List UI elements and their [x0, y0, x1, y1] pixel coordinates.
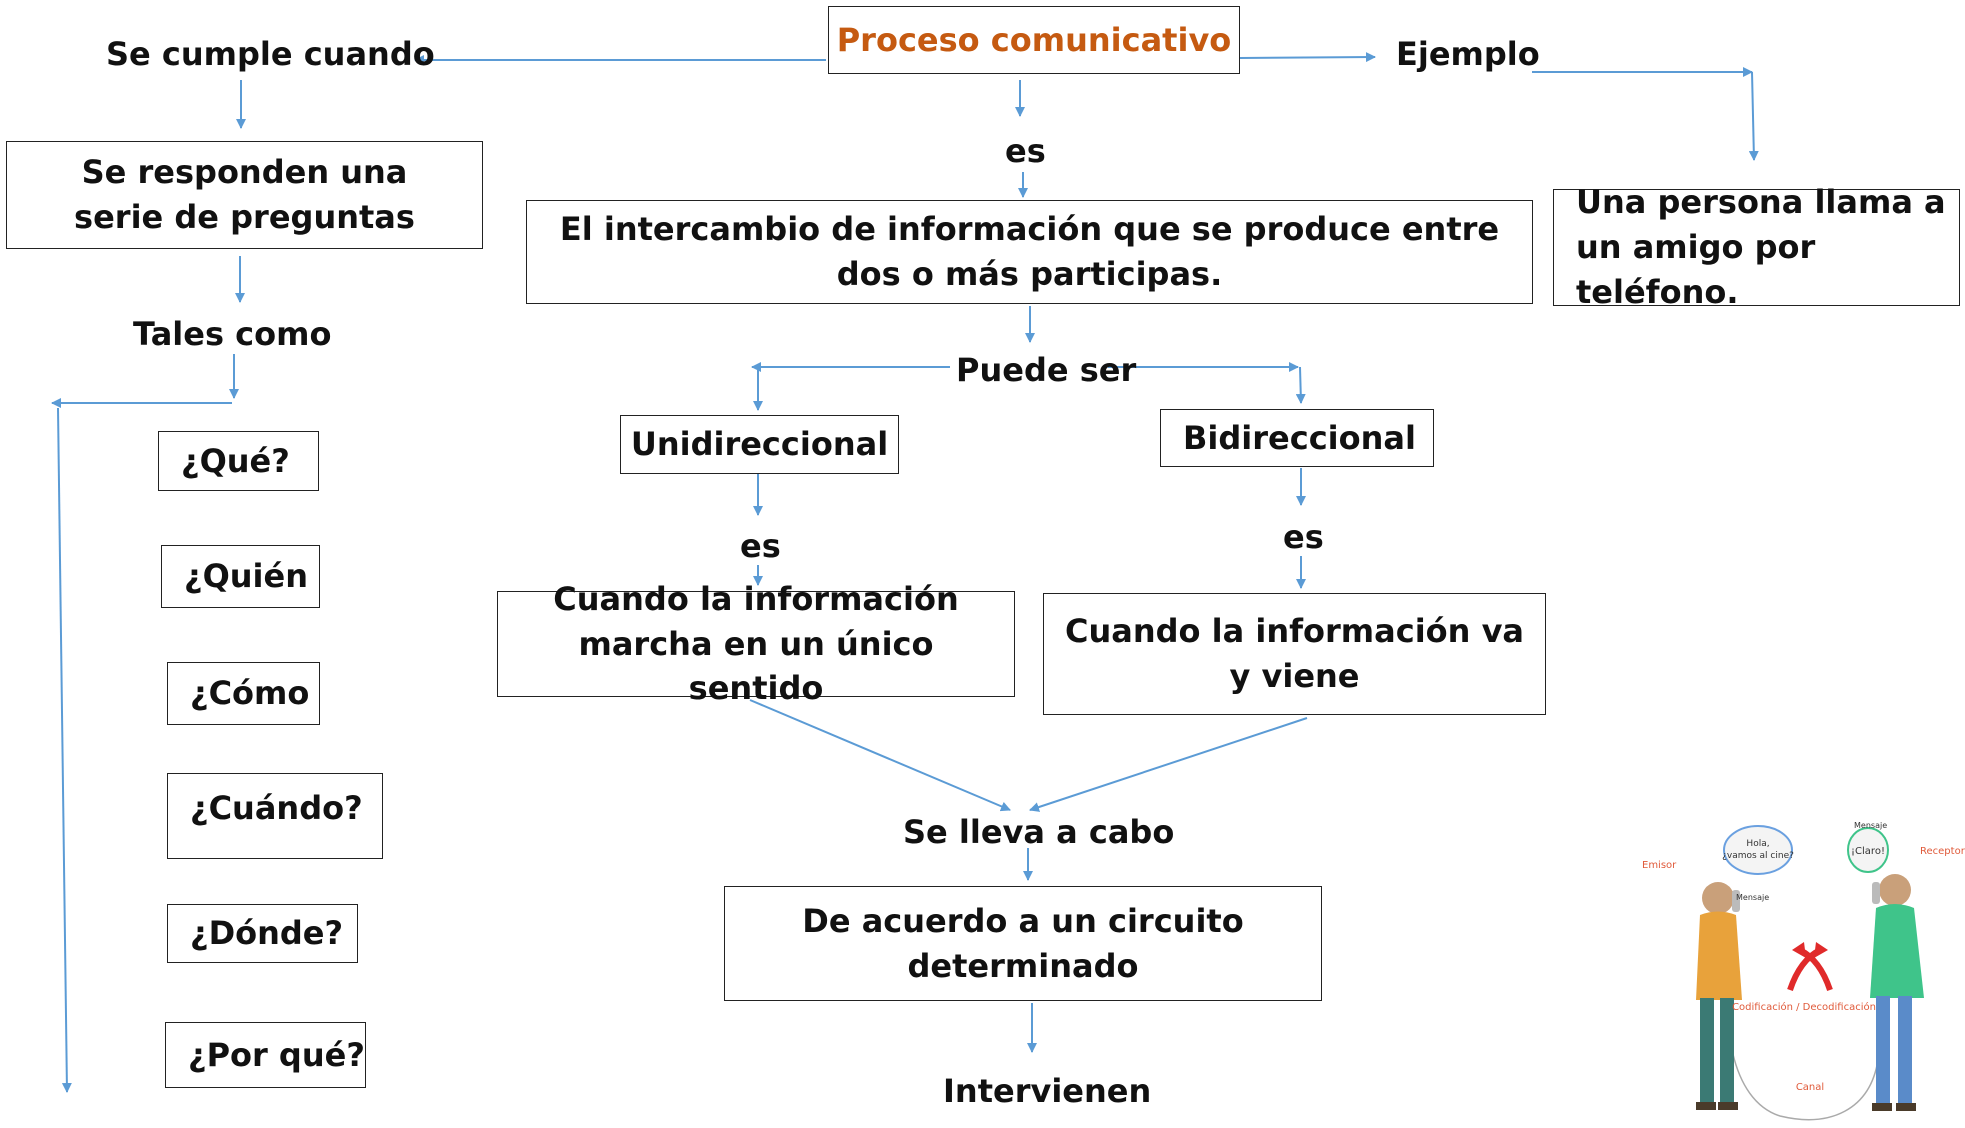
se-lleva-label: Se lleva a cabo	[903, 813, 1175, 851]
example-text: Una persona llama a un amigo por teléfon…	[1576, 183, 1946, 311]
question-box-donde: ¿Dónde?	[167, 904, 358, 963]
definition-box: El intercambio de información que se pro…	[526, 200, 1533, 304]
mensaje-right-text: Mensaje	[1854, 821, 1887, 830]
se-responden-box: Se responden una serie de preguntas	[6, 141, 483, 249]
emisor-figure	[1696, 882, 1742, 1110]
arrow-long-down	[57, 407, 72, 1093]
question-label: ¿Qué?	[181, 441, 290, 480]
question-box-como: ¿Cómo	[167, 662, 320, 725]
se-responden-text: Se responden una serie de preguntas	[74, 153, 415, 236]
page-title: Proceso comunicativo	[836, 20, 1232, 59]
example-box: Una persona llama a un amigo por teléfon…	[1553, 183, 1960, 311]
intervienen-label: Intervienen	[943, 1072, 1152, 1110]
communication-illustration: Hola, ¿vamos al cine? ¡Claro! Emisor Rec…	[1642, 821, 1965, 1121]
circuit-text: De acuerdo a un circuito determinado	[802, 901, 1244, 985]
bubble-right	[1847, 827, 1889, 873]
arrow-title-to-ejemplo	[1239, 52, 1376, 63]
arrow-uni-desc-to-llevar	[749, 699, 1011, 812]
bubble-right-text: ¡Claro!	[1851, 846, 1885, 857]
receptor-text: Receptor	[1920, 846, 1965, 857]
ejemplo-label: Ejemplo	[1396, 35, 1540, 73]
arrow-ejemplo-down	[1748, 71, 1759, 161]
arrow-bi-desc-to-llevar	[1029, 717, 1308, 812]
title-box: Proceso comunicativo	[828, 6, 1240, 74]
bubble-left-text: Hola,	[1746, 839, 1769, 849]
definition-text: El intercambio de información que se pro…	[559, 210, 1500, 293]
circuit-box: De acuerdo a un circuito determinado	[724, 886, 1322, 1001]
question-label: ¿Dónde?	[190, 914, 344, 953]
question-box-cuando: ¿Cuándo?	[167, 773, 383, 859]
question-box-por-que: ¿Por qué?	[165, 1022, 366, 1088]
unidireccional-box: Unidireccional	[620, 415, 899, 474]
es-label-uni: es	[740, 527, 781, 565]
bidireccional-box: Bidireccional	[1160, 409, 1434, 467]
cable-line	[1726, 949, 1896, 1121]
bubble-left-text-2: ¿vamos al cine?	[1722, 851, 1794, 861]
bi-description-box: Cuando la información va y viene	[1043, 593, 1546, 715]
question-label: ¿Cuándo?	[190, 789, 363, 827]
puede-ser-label: Puede ser	[956, 351, 1137, 389]
bidireccional-label: Bidireccional	[1183, 418, 1416, 457]
tales-como-label: Tales como	[133, 315, 332, 353]
question-label: ¿Quién	[184, 557, 308, 596]
canal-text: Canal	[1796, 1082, 1824, 1093]
emisor-text: Emisor	[1642, 860, 1677, 871]
receptor-figure	[1870, 874, 1924, 1111]
red-arrows-icon	[1787, 947, 1833, 991]
question-label: ¿Por qué?	[188, 1035, 365, 1074]
question-label: ¿Cómo	[190, 674, 310, 713]
uni-description-box: Cuando la información marcha en un único…	[497, 580, 1015, 707]
arrow-puede-right-down	[1295, 366, 1306, 404]
uni-description-text: Cuando la información marcha en un único…	[553, 579, 959, 708]
question-box-quien: ¿Quién	[161, 545, 320, 608]
question-box-que: ¿Qué?	[158, 431, 319, 491]
bubble-left	[1723, 825, 1793, 875]
es-label-bi: es	[1283, 518, 1324, 556]
unidireccional-label: Unidireccional	[630, 425, 889, 464]
codificacion-text: Codificación / Decodificación	[1732, 1001, 1876, 1013]
mensaje-left-text: Mensaje	[1736, 893, 1769, 902]
bi-description-text: Cuando la información va y viene	[1064, 612, 1525, 695]
es-label-top: es	[1005, 132, 1046, 170]
se-cumple-label: Se cumple cuando	[106, 35, 435, 73]
